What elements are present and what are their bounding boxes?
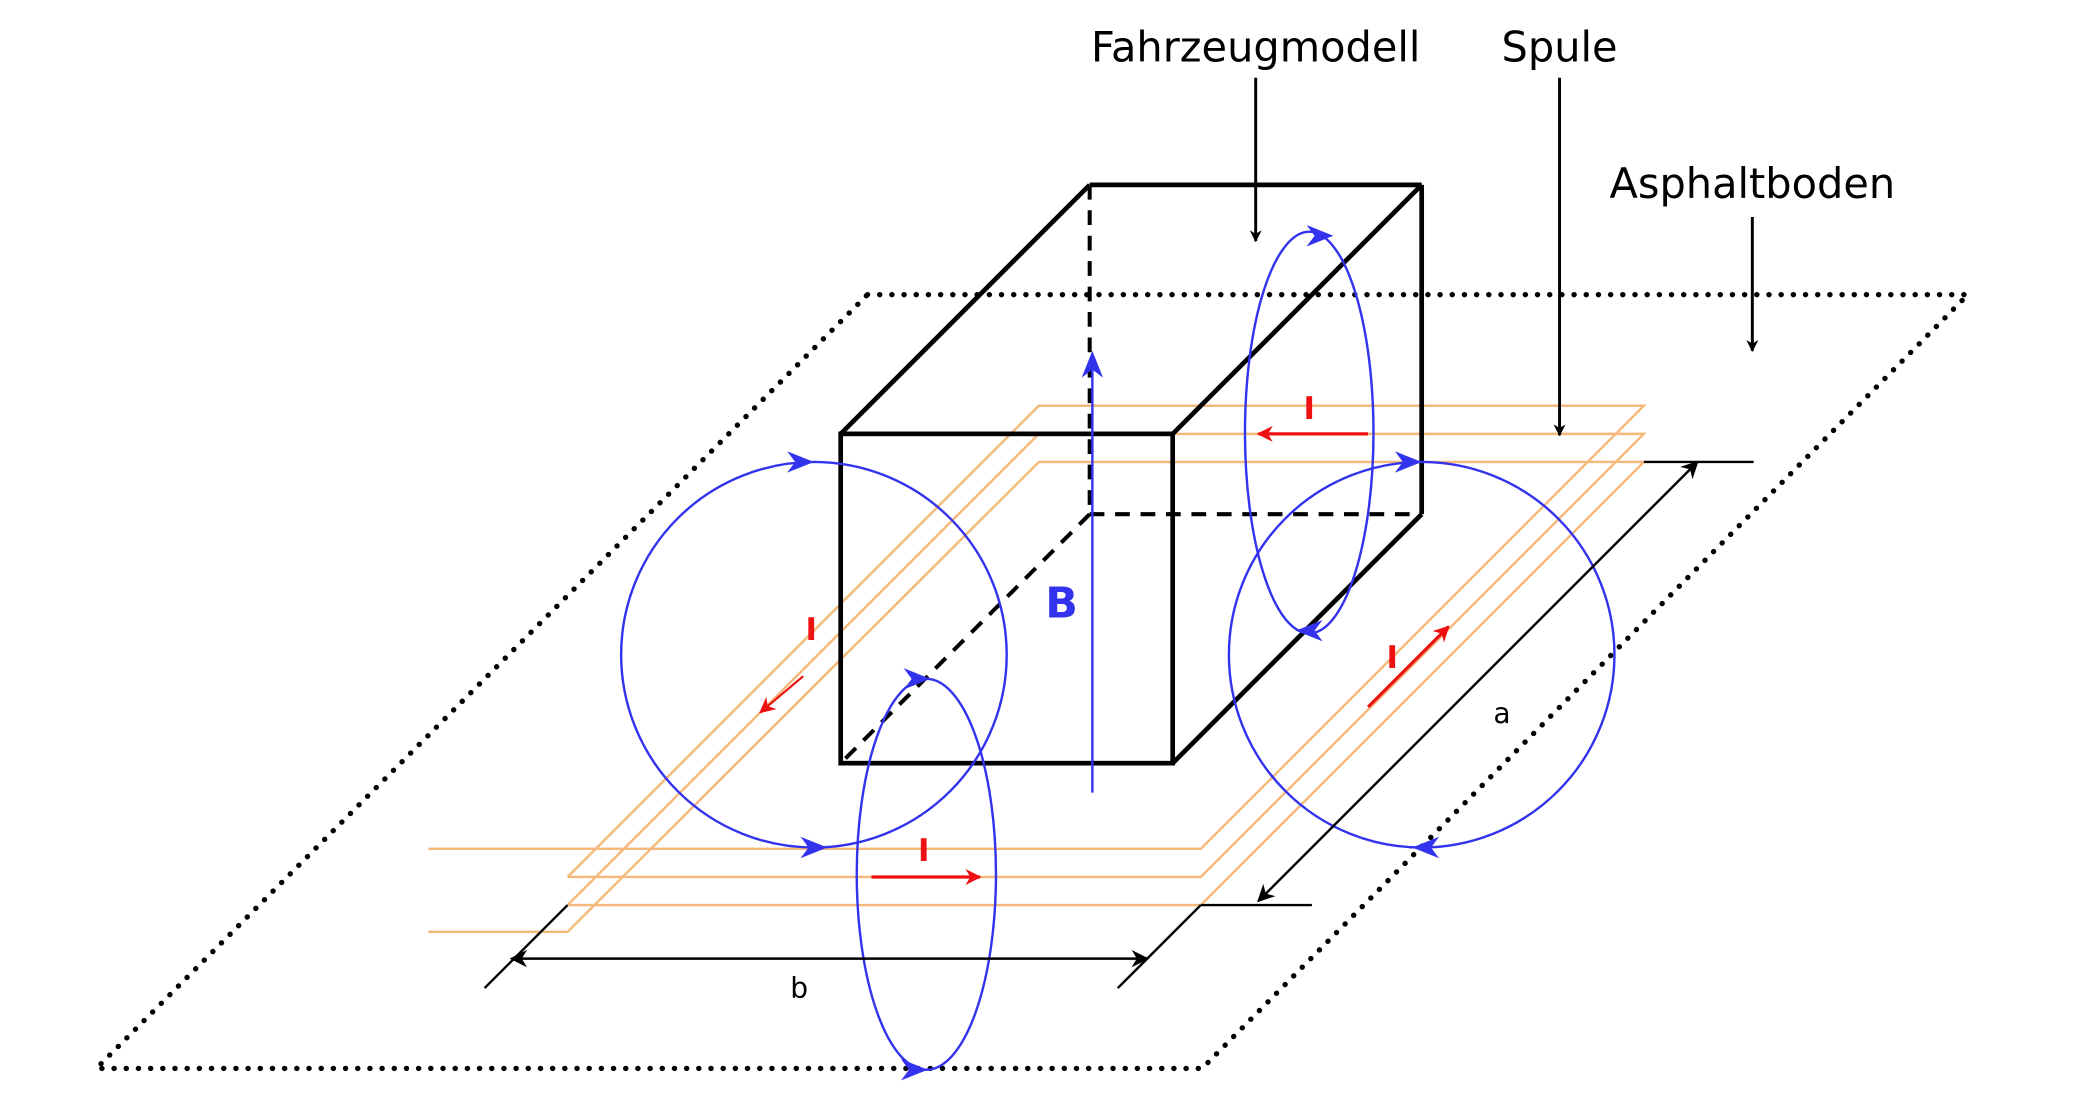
coil-windings	[428, 404, 1647, 934]
current-arrow-right	[1366, 625, 1450, 709]
current-arrows	[759, 425, 1450, 886]
label-current-bottom: I	[918, 833, 929, 869]
dimension-b	[483, 904, 1202, 989]
magnetic-field-lines	[619, 230, 1616, 1071]
label-dimension-b: b	[790, 971, 808, 1004]
label-current-top: I	[1304, 391, 1315, 427]
callout-arrows	[1249, 77, 1759, 437]
label-current-left: I	[806, 612, 817, 648]
label-current-right: I	[1386, 640, 1397, 676]
dimension-a	[1200, 460, 1754, 907]
field-direction-arrowheads	[787, 225, 1440, 1081]
label-vehicle-model: Fahrzeugmodell	[1091, 23, 1420, 72]
field-loop-front	[855, 677, 998, 1071]
label-dimension-a: a	[1493, 697, 1510, 730]
label-coil: Spule	[1502, 23, 1618, 72]
label-asphalt-floor: Asphaltboden	[1609, 159, 1895, 208]
label-magnetic-field: B	[1045, 578, 1078, 628]
asphalt-floor-outline	[89, 291, 1975, 1072]
current-arrow-left	[759, 675, 804, 714]
field-loop-left	[619, 460, 1008, 849]
